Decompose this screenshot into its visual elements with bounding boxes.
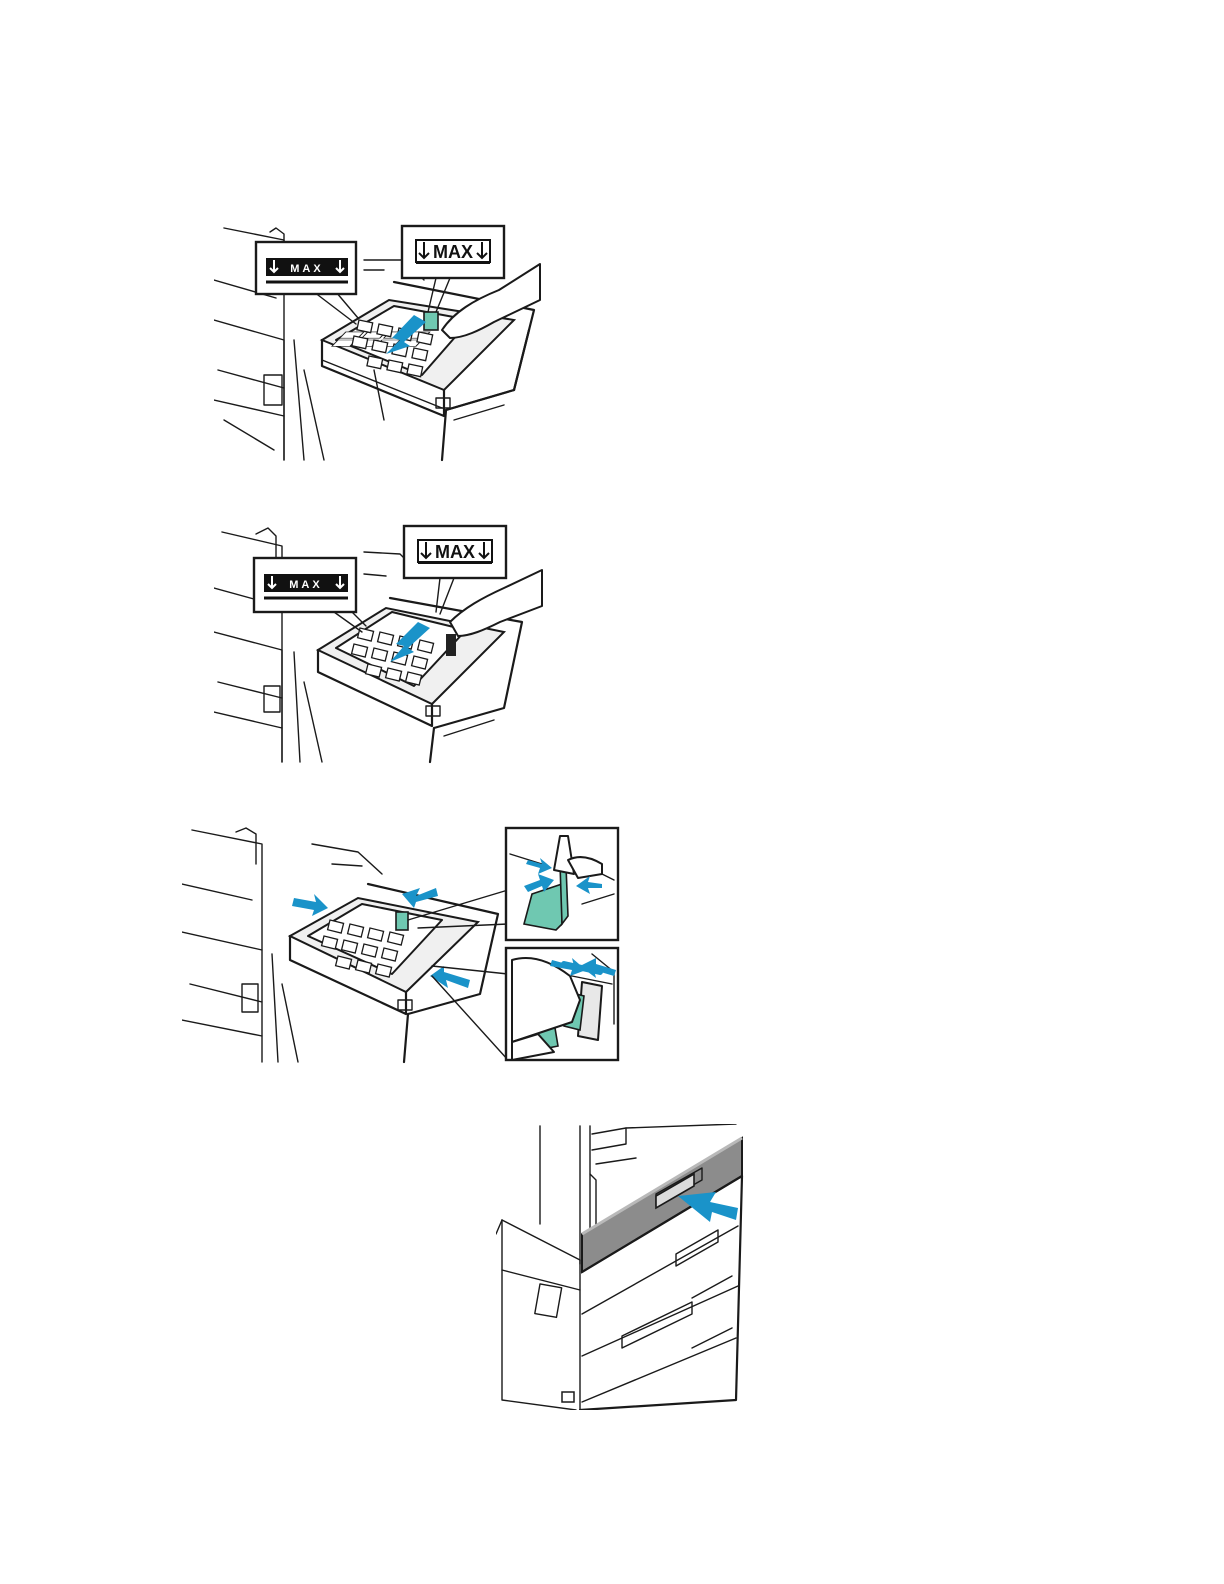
figure-tray-max-fill-1: MAX MAX — [214, 220, 546, 462]
max-label: MAX — [289, 579, 322, 591]
figure-adjust-guides — [182, 824, 622, 1064]
illustration-tray-loading-2: MAX MAX — [214, 522, 546, 764]
max-label: MAX — [435, 542, 475, 562]
hand — [450, 570, 542, 636]
max-label: MAX — [433, 242, 473, 262]
slide-guide-detail — [506, 948, 618, 1060]
figure-close-tray — [496, 1124, 750, 1410]
paper-guide — [424, 312, 438, 330]
illustration-adjust-guides — [182, 824, 622, 1064]
illustration-tray-loading-1: MAX MAX — [214, 220, 546, 462]
squeeze-guide-detail — [506, 828, 618, 940]
max-label: MAX — [290, 263, 323, 275]
illustration-close-tray — [496, 1124, 750, 1410]
figure-tray-max-fill-2: MAX MAX — [214, 522, 546, 764]
guide-arrow — [292, 894, 328, 916]
